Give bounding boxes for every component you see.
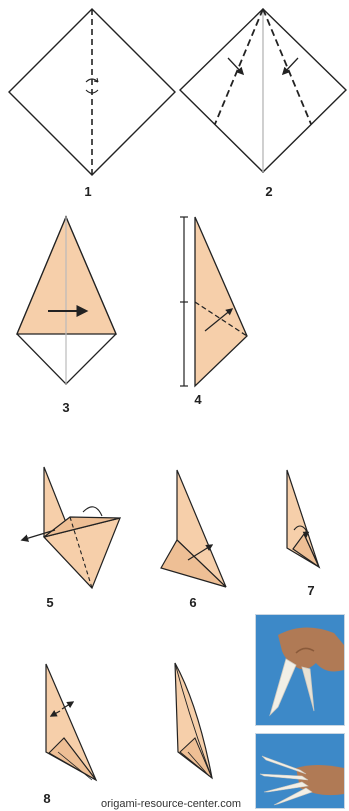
final-claw-figure [174,662,213,780]
step-1-label: 1 [84,184,91,199]
step-7-label: 7 [307,583,314,598]
flip-icon [85,77,99,94]
step-6-label: 6 [189,595,196,610]
claw-photo-1 [255,614,345,726]
step-4-figure [180,216,248,388]
claw-photo-2 [255,733,345,809]
credit-text: origami-resource-center.com [101,798,241,810]
fold-arrow-icon [61,701,75,710]
fold-arrow-icon [227,57,245,76]
step-5-figure [20,466,121,590]
step-5-label: 5 [46,595,53,610]
step-7-figure [286,469,321,569]
step-4-label: 4 [194,392,202,407]
step-2-label: 2 [265,184,272,199]
step-1-figure [8,8,176,176]
fold-arrow-icon [204,308,234,332]
step-8-label: 8 [43,791,50,806]
fold-arrow-icon [49,710,61,717]
step-3-figure [16,215,117,385]
step-8-figure [45,663,98,782]
step-2-figure [179,8,347,173]
step-6-figure [160,469,227,588]
fold-arrow-icon [187,544,214,561]
fold-arrow-icon [20,529,56,542]
step-3-label: 3 [62,400,69,415]
fold-arrow-icon [281,57,299,76]
